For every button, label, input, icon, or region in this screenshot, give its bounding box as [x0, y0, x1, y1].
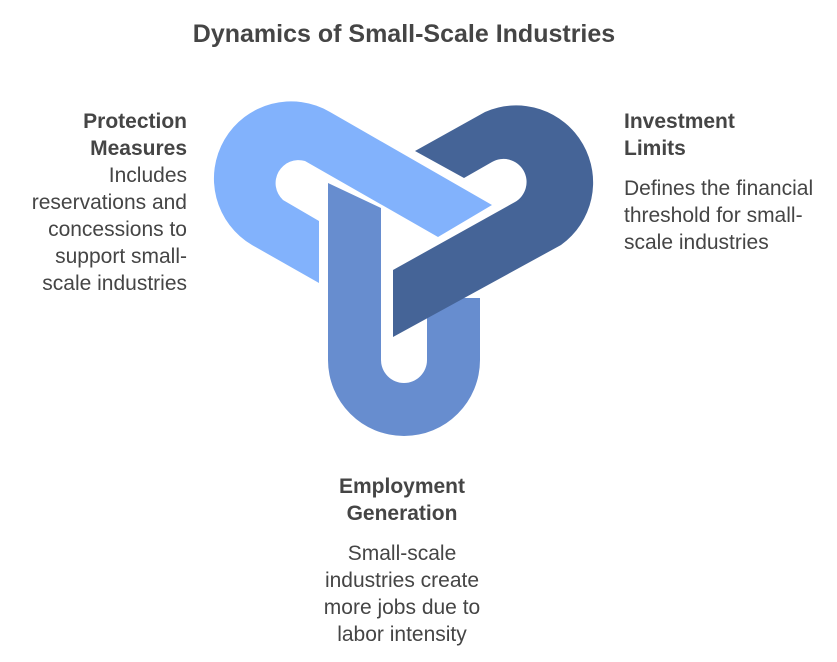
employment-generation-description: Small-scale industries create more jobs …	[323, 542, 481, 646]
protection-link	[213, 101, 492, 283]
protection-measures-description: Includes reservations and concessions to…	[31, 164, 187, 295]
investment-limits-label: Investment Limits Defines the financial …	[624, 108, 824, 256]
investment-link	[393, 105, 594, 337]
employment-generation-label: Employment Generation Small-scale indust…	[302, 473, 502, 648]
employment-generation-title: Employment Generation	[338, 475, 466, 525]
protection-measures-title: Protection Measures	[83, 110, 187, 160]
page-title: Dynamics of Small-Scale Industries	[192, 20, 616, 48]
protection-measures-label: Protection Measures Includes reservation…	[10, 108, 187, 297]
employment-link	[328, 183, 480, 436]
investment-limits-title: Investment Limits	[624, 110, 735, 160]
investment-limits-description: Defines the financial threshold for smal…	[624, 177, 814, 254]
